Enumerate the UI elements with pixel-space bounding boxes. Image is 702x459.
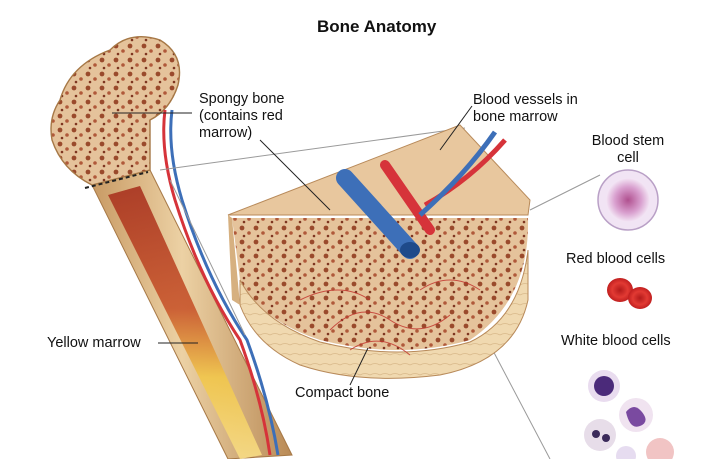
cross-section-left-face bbox=[228, 215, 240, 305]
zoom-lines bbox=[159, 127, 601, 459]
spongy-bone-label: Spongy bone (contains red marrow) bbox=[199, 91, 284, 142]
diagram-title: Bone Anatomy bbox=[317, 17, 437, 36]
shaft-vein bbox=[169, 109, 280, 456]
blood-stem-cell-label-line-2: cell bbox=[617, 150, 639, 166]
section-artery bbox=[380, 160, 435, 235]
leader-lines bbox=[112, 105, 473, 386]
bone-head bbox=[50, 36, 181, 186]
vessel-branch-vein bbox=[418, 130, 498, 217]
compact-bone-label: Compact bone bbox=[295, 385, 390, 401]
blood-stem-cell-label-line-1: Blood stem bbox=[591, 133, 665, 149]
section-vein bbox=[336, 169, 419, 259]
white-blood-cells-label: White blood cells bbox=[561, 333, 671, 349]
long-bone-illustration bbox=[50, 36, 293, 459]
growth-plate-line bbox=[84, 171, 149, 189]
spongy-bone-label-line-2: (contains red bbox=[199, 108, 283, 124]
blood-vessels-label-line-2: bone marrow bbox=[473, 109, 558, 125]
shaft-artery bbox=[162, 109, 272, 456]
cross-section-top bbox=[227, 124, 531, 216]
compact-bone-section bbox=[239, 249, 529, 379]
spongy-bone-label-line-3: marrow) bbox=[199, 125, 253, 141]
red-blood-cells bbox=[607, 278, 652, 309]
vein-opening bbox=[400, 242, 420, 258]
yellow-marrow-label: Yellow marrow bbox=[47, 335, 141, 351]
blood-vessels-label: Blood vessels in bone marrow bbox=[473, 92, 578, 126]
blood-vessels-label-line-1: Blood vessels in bbox=[473, 92, 578, 108]
spongy-bone-label-line-1: Spongy bone bbox=[199, 91, 285, 107]
spongy-bone-section bbox=[232, 218, 529, 350]
blood-stem-cell bbox=[597, 169, 659, 231]
blood-stem-cell-label: Blood stem cell bbox=[578, 133, 678, 167]
medullary-cavity bbox=[108, 186, 262, 459]
red-blood-cells-label: Red blood cells bbox=[566, 251, 666, 267]
white-blood-cells bbox=[584, 370, 674, 459]
bone-cross-section bbox=[227, 124, 531, 379]
